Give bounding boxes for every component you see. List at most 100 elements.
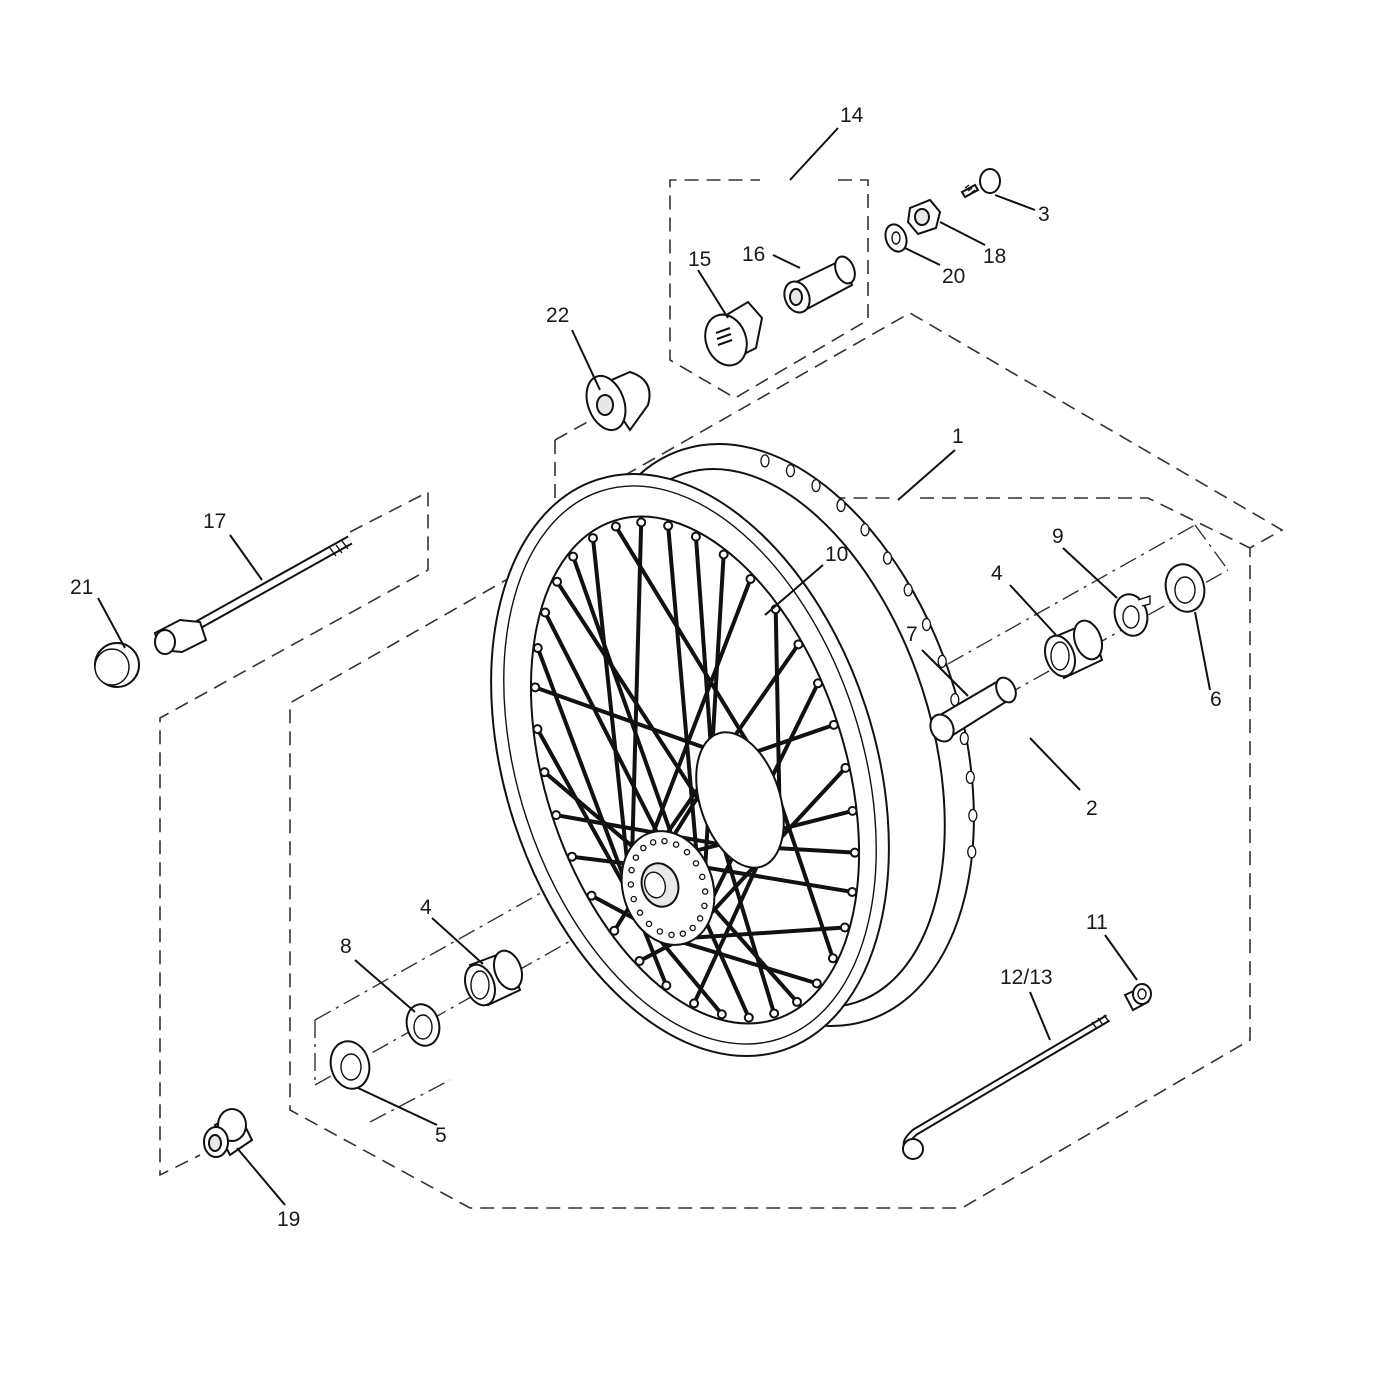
spoke-nipple <box>811 978 822 989</box>
hub-flange-hole <box>640 844 647 852</box>
part-21-cap <box>94 642 140 688</box>
rim-hole <box>968 808 978 823</box>
rim-hole <box>860 523 870 537</box>
spoke-nipple <box>661 980 672 991</box>
rim-hole <box>967 845 977 859</box>
spoke <box>590 536 631 877</box>
part-8-circlip <box>405 1003 441 1047</box>
hub-flange-hole <box>672 841 680 848</box>
rim-hole <box>882 551 893 565</box>
hub-flange-hole <box>701 888 709 895</box>
callout-3: 3 <box>1038 203 1050 226</box>
part-4-bearing-right <box>1044 619 1104 680</box>
callout-19: 19 <box>277 1208 300 1231</box>
spoke-nipple <box>587 533 598 544</box>
hub-flange-hole <box>696 915 704 922</box>
callout-22: 22 <box>546 304 569 327</box>
part-15-adjuster <box>704 300 764 367</box>
callout-8: 8 <box>340 935 352 958</box>
spoke-nipple <box>793 639 804 650</box>
hub-flange-hole <box>656 928 664 935</box>
callout-4-left: 4 <box>420 896 432 919</box>
spoke-nipple <box>847 886 858 897</box>
spoke <box>554 813 733 849</box>
spoke-nipple <box>532 724 543 735</box>
part-6-seal <box>1164 563 1206 613</box>
spoke-nipple <box>532 643 543 654</box>
rim-hole <box>903 583 913 597</box>
spoke <box>702 915 751 1020</box>
part-9-tab-washer <box>1113 593 1151 637</box>
spoke-nipple <box>663 520 674 531</box>
callout-4-right: 4 <box>991 562 1003 585</box>
hub-flange-hole <box>627 881 635 888</box>
wheel-hub <box>620 731 785 946</box>
callout-6: 6 <box>1210 688 1222 711</box>
part-11-bush <box>1123 983 1152 1012</box>
callout-16: 16 <box>742 243 765 266</box>
spoke <box>705 899 800 1004</box>
part-4-bearing-left <box>464 949 524 1007</box>
hub-flange-hole <box>683 848 691 856</box>
rim-hole <box>760 454 770 468</box>
callout-12-13: 12/13 <box>1000 966 1053 989</box>
spoke <box>693 534 714 761</box>
part-3-bolt <box>960 168 1001 199</box>
spoke-nipple <box>609 925 620 936</box>
spoke <box>660 934 819 986</box>
part-20-washer <box>884 223 908 253</box>
part-18-nut <box>906 198 942 236</box>
callout-7: 7 <box>906 623 918 646</box>
callout-18: 18 <box>983 245 1006 268</box>
callout-14: 14 <box>840 104 864 127</box>
spoke-nipple <box>551 810 562 821</box>
rim-hole <box>937 654 947 669</box>
callout-21: 21 <box>70 576 93 599</box>
spoke <box>674 925 847 941</box>
spoke <box>571 554 676 842</box>
spoke-nipple <box>813 678 824 689</box>
spoke-nipple <box>839 922 850 933</box>
part-19-spacer <box>203 1108 254 1158</box>
callout-9: 9 <box>1052 525 1064 548</box>
callout-1: 1 <box>952 425 964 448</box>
part-22-spacer <box>585 370 651 432</box>
spoke <box>569 854 633 866</box>
spoke-nipple <box>745 573 756 584</box>
hub-flange-hole <box>632 854 640 861</box>
callout-10: 10 <box>825 543 848 566</box>
hub-flange-hole <box>649 839 657 846</box>
hub-flange-hole <box>698 873 706 881</box>
rim-hole <box>959 731 969 746</box>
callout-labels: 14 3 18 20 15 16 22 1 10 17 21 9 4 7 6 2… <box>70 104 1222 1231</box>
spoke-nipple <box>566 851 577 862</box>
rim-hole <box>965 770 975 785</box>
spoke-nipple <box>849 847 860 858</box>
rim-hole <box>836 498 846 513</box>
hub-flange-hole <box>645 920 653 928</box>
spoke-nipple <box>840 762 851 773</box>
spoke-nipple <box>769 1008 780 1019</box>
callout-20: 20 <box>942 265 965 288</box>
spoke-nipple <box>530 682 541 693</box>
spoke-nipple <box>847 805 858 816</box>
part-12-13-rod <box>902 1014 1111 1160</box>
spoke <box>666 523 700 864</box>
part-7-spacer <box>929 676 1017 743</box>
hub-flange-hole <box>692 860 700 867</box>
spoke-nipple <box>792 996 803 1007</box>
hub-flange-hole <box>630 895 638 903</box>
rim-hole <box>921 617 932 632</box>
spoke-nipple <box>539 767 550 778</box>
hub-flange-hole <box>661 837 668 845</box>
spoke-nipple <box>689 998 700 1009</box>
spoke <box>719 837 777 1016</box>
spoke-nipple <box>718 549 729 560</box>
hub-flange-hole <box>636 909 644 916</box>
spoke-nipple <box>568 551 579 562</box>
callout-5: 5 <box>435 1124 447 1147</box>
hub-flange-hole <box>628 866 635 874</box>
part-5-seal <box>329 1040 371 1090</box>
spoke-nipple <box>586 890 597 901</box>
